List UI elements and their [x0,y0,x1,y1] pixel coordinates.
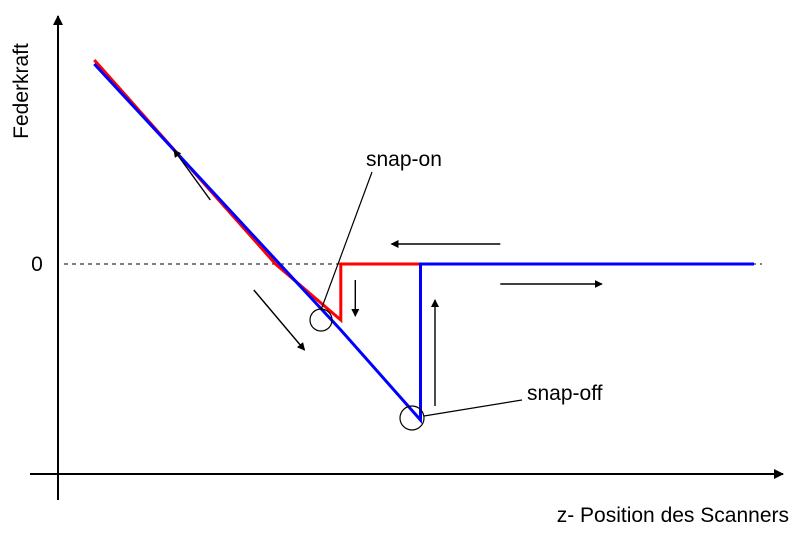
y-axis-label: Federkraft [10,43,33,139]
series-0-line [93,59,754,324]
series-1-line [93,62,754,424]
snap-on-marker [309,308,333,332]
snap-off-label: snap-off [527,382,603,405]
snap-on-label: snap-on [366,148,442,171]
snap-on-leader [320,171,373,311]
series-layer [93,59,754,424]
snap-off-leader [423,399,523,417]
arrow-layer [173,149,603,406]
x-axis-label: z- Position des Scanners [557,504,789,527]
y-tick-zero: 0 [31,253,43,276]
arrow-approach-down [253,289,306,351]
arrow-retract-up [173,149,211,201]
snap-off-marker [399,405,425,431]
